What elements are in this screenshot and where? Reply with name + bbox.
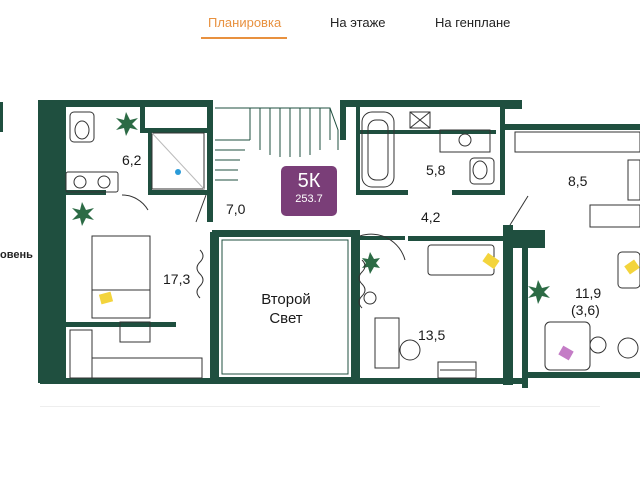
- room-area-hall: 7,0: [226, 201, 246, 217]
- apartment-area: 253.7: [295, 193, 323, 205]
- room-area-living: 13,5: [418, 327, 446, 343]
- room-area-corridor: 4,2: [421, 209, 441, 225]
- tab-on-masterplan[interactable]: На генплане: [435, 15, 511, 30]
- floor-plan: [38, 100, 640, 388]
- tab-bar: Планировка На этаже На генплане: [0, 0, 640, 44]
- left-stub: [0, 102, 3, 132]
- room-area-right: 8,5: [568, 173, 588, 189]
- active-tab-indicator: [201, 37, 287, 39]
- apartment-badge: 5К 253.7: [281, 166, 337, 216]
- room-area-bedroom: 17,3: [163, 271, 191, 287]
- room-area-terrace: 11,9: [575, 285, 602, 301]
- room-area-terrace-sub: (3,6): [571, 302, 600, 318]
- second-light-line2: Свет: [269, 310, 303, 327]
- room-area-bathroom-right: 5,8: [426, 162, 446, 178]
- bottom-divider: [40, 406, 600, 407]
- apartment-type: 5К: [297, 170, 321, 192]
- tab-on-floor[interactable]: На этаже: [330, 15, 386, 30]
- tab-layout[interactable]: Планировка: [208, 15, 282, 30]
- second-light-line1: Второй: [261, 291, 311, 308]
- second-light-label: Второй Свет: [236, 290, 336, 328]
- level-label: овень: [0, 249, 33, 261]
- room-area-bathroom-left: 6,2: [122, 152, 142, 168]
